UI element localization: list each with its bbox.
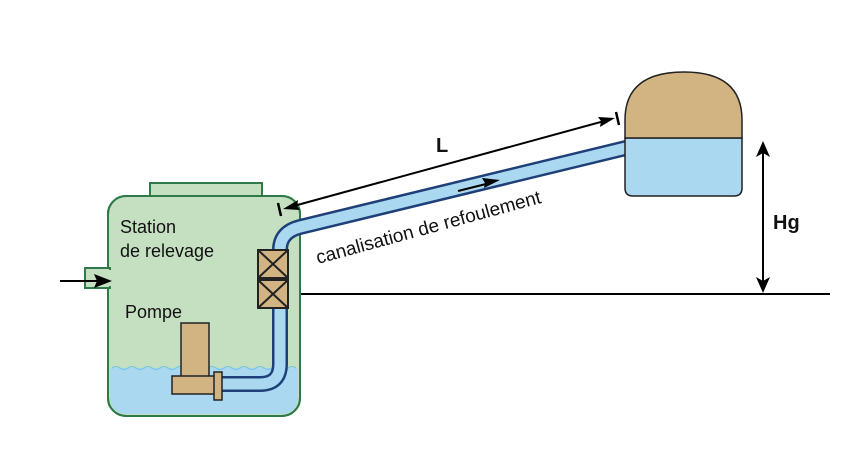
reservoir — [624, 71, 743, 197]
pump-body — [171, 375, 218, 395]
pipe-flow-arrow-line — [457, 183, 487, 192]
pump-motor — [180, 322, 210, 378]
inlet-flow-arrow-head — [94, 274, 112, 288]
length-arrow-end — [598, 117, 615, 127]
reservoir-water — [624, 137, 743, 197]
length-arrow-start — [283, 200, 300, 210]
head-label: Hg — [773, 212, 800, 234]
pipe-flow-arrow-head — [482, 178, 500, 188]
station-label-line1: Station — [120, 217, 176, 237]
pump-flange — [213, 371, 223, 401]
head-arrow-bottom — [756, 277, 770, 293]
length-label: L — [436, 135, 448, 157]
valve-lower — [257, 279, 289, 309]
length-tick-start — [276, 202, 283, 217]
head-arrow-top — [756, 141, 770, 157]
station-label-line2: de relevage — [120, 241, 214, 261]
length-tick-end — [614, 111, 621, 126]
reservoir-dome — [624, 71, 743, 139]
length-dimension-line — [289, 119, 609, 208]
pump — [171, 322, 223, 401]
valve-upper — [257, 249, 289, 279]
pump-label: Pompe — [125, 302, 182, 322]
